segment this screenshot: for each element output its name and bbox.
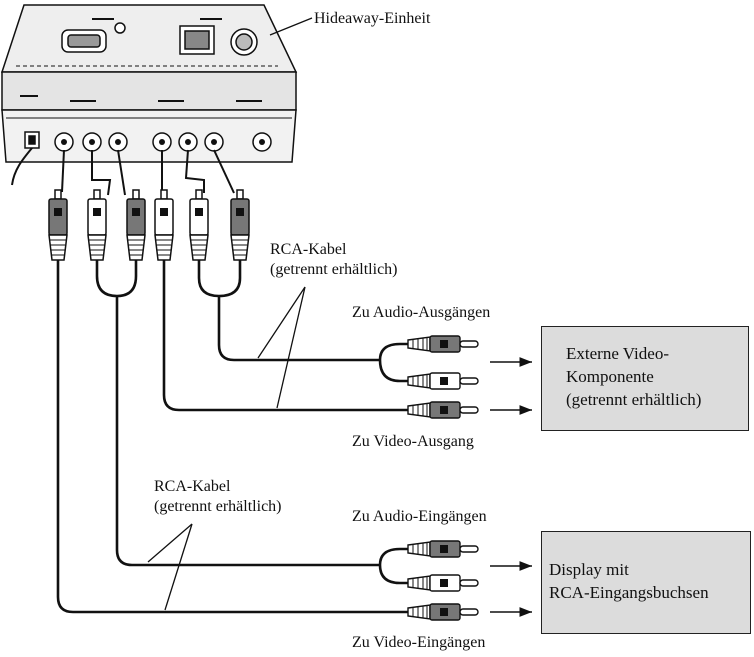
- rca-cable-top-note: (getrennt erhältlich): [270, 261, 398, 278]
- display-line1: Display mit: [549, 560, 629, 579]
- audio-inputs-label: Zu Audio-Eingängen: [352, 508, 487, 525]
- display-box: Display mit RCA-Eingangsbuchsen: [541, 531, 751, 634]
- rca-cable-bottom-note: (getrennt erhältlich): [154, 498, 282, 515]
- cables: [56, 260, 408, 614]
- video-output-label: Zu Video-Ausgang: [352, 433, 474, 450]
- external-video-line2: Komponente: [566, 367, 654, 386]
- rca-cable-bottom-label: RCA-Kabel: [154, 478, 231, 495]
- video-inputs-label: Zu Video-Eingängen: [352, 634, 486, 651]
- display-line2: RCA-Eingangsbuchsen: [549, 583, 709, 602]
- external-video-component-box: Externe Video- Komponente (getrennt erhä…: [541, 326, 749, 431]
- external-video-line3: (getrennt erhältlich): [566, 390, 702, 409]
- audio-outputs-label: Zu Audio-Ausgängen: [352, 304, 491, 321]
- rca-cable-top-label: RCA-Kabel: [270, 241, 347, 258]
- hideaway-unit-label: Hideaway-Einheit: [314, 10, 431, 27]
- external-video-line1: Externe Video-: [566, 344, 669, 363]
- hideaway-unit: [0, 4, 298, 163]
